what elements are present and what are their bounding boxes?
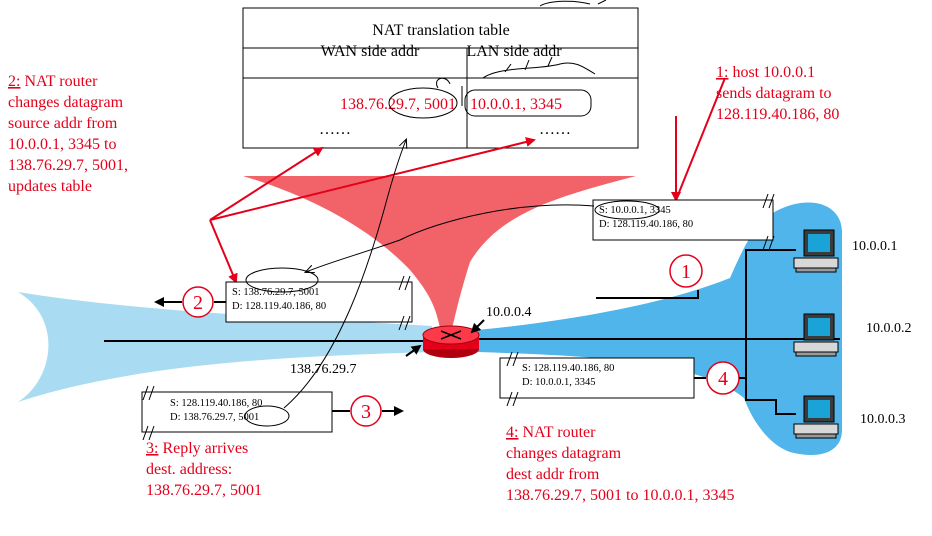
computer-icon [793, 229, 839, 273]
packet-3-src: S: 128.119.40.186, 80 [170, 398, 262, 409]
note-2-line: 138.76.29.7, 5001, [8, 157, 128, 174]
note-2-line: updates table [8, 178, 92, 195]
wan-header: WAN side addr [321, 43, 420, 60]
note-1-num: 1: [716, 64, 728, 81]
handwritten-arrow-p3-to-table [283, 140, 406, 409]
nat-router [422, 325, 480, 358]
translation-cone [243, 176, 636, 328]
computer-icon [793, 395, 839, 439]
note2-arrows [209, 77, 726, 284]
note-2: 2: NAT router changes datagram source ad… [8, 73, 128, 195]
lan-more: …… [539, 121, 571, 138]
step-2-label: 2 [193, 292, 203, 314]
packet-3: S: 128.119.40.186, 80 D: 138.76.29.7, 50… [141, 385, 333, 441]
note-4-line: NAT router [522, 424, 596, 441]
lan-header: LAN side addr [466, 43, 562, 60]
note-3-line: dest. address: [146, 461, 232, 478]
svg-text:3: Reply arrives: 3: Reply arrives [146, 440, 248, 457]
note-4-num: 4: [506, 424, 518, 441]
packet-2: S: 138.76.29.7, 5001 D: 128.119.40.186, … [225, 267, 413, 331]
note-4-line: 138.76.29.7, 5001 to 10.0.0.1, 3345 [506, 487, 734, 504]
handwritten-circle-p3 [244, 405, 290, 427]
packet-4-src: S: 128.119.40.186, 80 [522, 363, 614, 374]
cabling [104, 249, 840, 415]
note-3-line: 138.76.29.7, 5001 [146, 482, 262, 499]
step-2: 2 [154, 286, 226, 318]
table-title: NAT translation table [372, 22, 509, 39]
svg-text:1: host 10.0.0.1: 1: host 10.0.0.1 [716, 64, 815, 81]
lan-network-shape [478, 202, 842, 456]
handwritten-box-lan [464, 89, 592, 117]
lan-entry: 10.0.0.1, 3345 [470, 96, 562, 113]
packet-3-dst: D: 138.76.29.7, 5001 [170, 412, 259, 423]
packet-2-dst: D: 128.119.40.186, 80 [232, 301, 326, 312]
router-wan-addr: 138.76.29.7 [290, 362, 357, 377]
nat-table: NAT translation table WAN side addr LAN … [242, 0, 639, 149]
host-2-addr: 10.0.0.2 [866, 321, 912, 336]
handwritten-arrow-p1-to-p2 [306, 204, 595, 272]
note-1-line: 128.119.40.186, 80 [716, 106, 839, 123]
note-2-line: NAT router [24, 73, 98, 90]
note-1-line: host 10.0.0.1 [732, 64, 815, 81]
note-4-line: dest addr from [506, 466, 600, 483]
handwritten-top-scribble [539, 0, 607, 7]
note-3-num: 3: [146, 440, 158, 457]
handwritten-note-scribble [482, 56, 596, 79]
note-4: 4: NAT router changes datagram dest addr… [506, 424, 734, 504]
handwritten-arrow-marks [436, 77, 463, 106]
note-4-line: changes datagram [506, 445, 622, 462]
handwritten-circle-p1 [594, 200, 660, 220]
packet-4: S: 128.119.40.186, 80 D: 10.0.0.1, 3345 [499, 351, 695, 407]
packet-1-src: S: 10.0.0.1, 3345 [599, 205, 671, 216]
step-1: 1 [669, 254, 703, 288]
computer-icon [793, 313, 839, 357]
step-4-label: 4 [718, 368, 728, 390]
note-2-line: changes datagram [8, 94, 124, 111]
step-3: 3 [332, 395, 404, 427]
packet-1-dst: D: 128.119.40.186, 80 [599, 219, 693, 230]
note-2-num: 2: [8, 73, 20, 90]
note-3: 3: Reply arrives dest. address: 138.76.2… [146, 440, 262, 499]
note-3-line: Reply arrives [162, 440, 248, 457]
note-2-line: 10.0.0.1, 3345 to [8, 136, 116, 153]
host-1-addr: 10.0.0.1 [852, 239, 898, 254]
packet-4-dst: D: 10.0.0.1, 3345 [522, 377, 596, 388]
step-3-label: 3 [361, 401, 371, 423]
svg-text:4: NAT router: 4: NAT router [506, 424, 596, 441]
packet-1: S: 10.0.0.1, 3345 D: 128.119.40.186, 80 [592, 193, 775, 251]
note-1: 1: host 10.0.0.1 sends datagram to 128.1… [716, 64, 839, 123]
step-4: 4 [694, 361, 746, 395]
note-2-line: source addr from [8, 115, 118, 132]
host-3-addr: 10.0.0.3 [860, 412, 906, 427]
packet-2-src: S: 138.76.29.7, 5001 [232, 287, 320, 298]
svg-text:2: NAT router: 2: NAT router [8, 73, 98, 90]
wan-more: …… [319, 121, 351, 138]
wan-entry: 138.76.29.7, 5001 [340, 96, 456, 113]
step-1-label: 1 [681, 261, 691, 283]
note-1-line: sends datagram to [716, 85, 832, 102]
handwritten-circle-wan [388, 87, 458, 119]
router-lan-addr: 10.0.0.4 [486, 305, 532, 320]
wan-network-shape [18, 292, 432, 402]
handwritten-circle-p2 [245, 267, 319, 293]
